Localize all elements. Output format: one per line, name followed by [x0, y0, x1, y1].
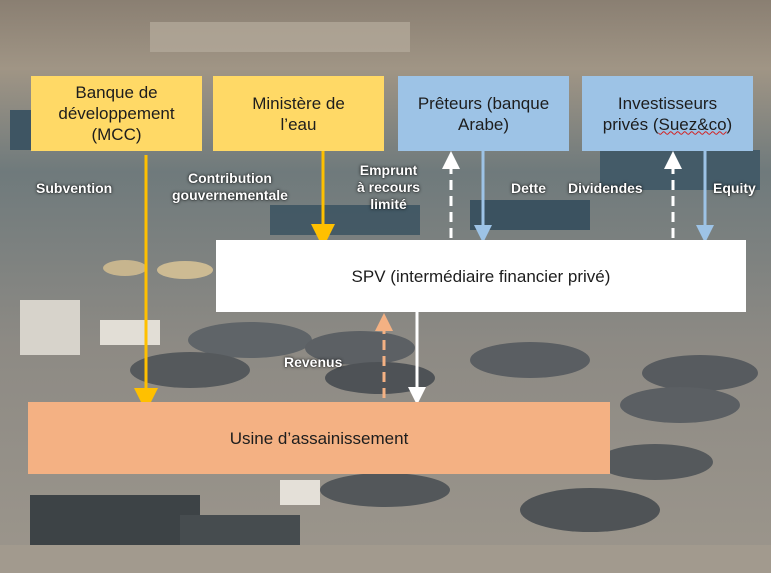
box-usine-text: Usine d’assainissement	[229, 428, 409, 448]
label-dette: Dette	[511, 180, 547, 196]
box-investisseurs-line2: privés (Suez&co)	[602, 114, 733, 134]
label-equity: Equity	[713, 180, 756, 196]
box-spv: SPV (intermédiaire financier privé)	[216, 240, 746, 312]
box-usine: Usine d’assainissement	[28, 402, 610, 474]
label-emprunt: Emprunt à recours limité	[357, 162, 421, 212]
box-ministere-eau: Ministère de l’eau	[213, 76, 384, 151]
box-investisseurs-line1: Investisseurs	[617, 93, 718, 113]
box-ministere-text: Ministère de l’eau	[252, 93, 345, 134]
box-banque-developpement: Banque de développement (MCC)	[31, 76, 202, 151]
label-revenus: Revenus	[284, 354, 343, 370]
label-subvention: Subvention	[36, 180, 113, 196]
box-spv-text: SPV (intermédiaire financier privé)	[351, 266, 611, 286]
label-contribution: Contribution gouvernementale	[172, 170, 288, 203]
box-preteurs-text: Prêteurs (banque Arabe)	[417, 93, 550, 134]
box-banque-text: Banque de développement (MCC)	[58, 83, 175, 144]
box-preteurs: Prêteurs (banque Arabe)	[398, 76, 569, 151]
label-dividendes: Dividendes	[568, 180, 643, 196]
suez-text: Suez&co	[658, 114, 727, 134]
box-investisseurs: Investisseurs privés (Suez&co)	[582, 76, 753, 151]
